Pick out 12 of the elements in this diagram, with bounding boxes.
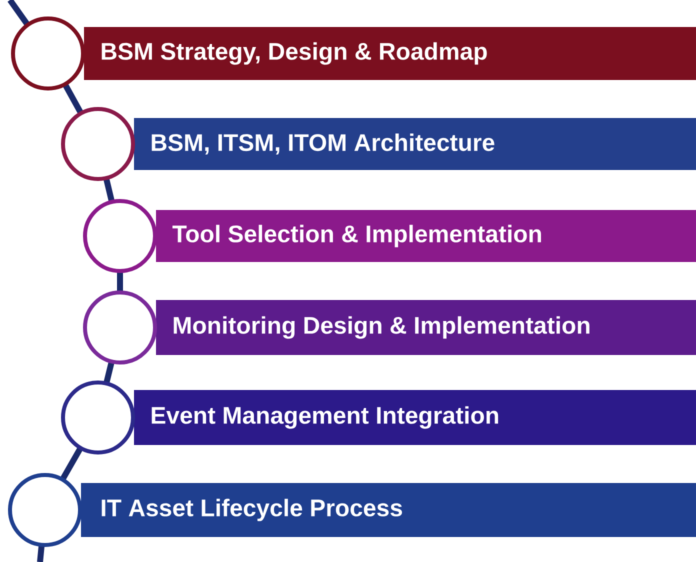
step-bar: Tool Selection & Implementation (156, 210, 696, 262)
step-bar: BSM Strategy, Design & Roadmap (84, 27, 696, 80)
step-bar: Monitoring Design & Implementation (156, 300, 696, 355)
step-bar: Event Management Integration (134, 390, 696, 445)
step-bar: BSM, ITSM, ITOM Architecture (134, 118, 696, 170)
circle-marker (83, 199, 157, 273)
step-bar: IT Asset Lifecycle Process (81, 483, 696, 537)
circle-marker (8, 473, 82, 547)
circle-marker (83, 290, 157, 364)
circle-marker (61, 380, 135, 454)
circle-marker (61, 107, 135, 181)
circle-marker (11, 16, 85, 90)
